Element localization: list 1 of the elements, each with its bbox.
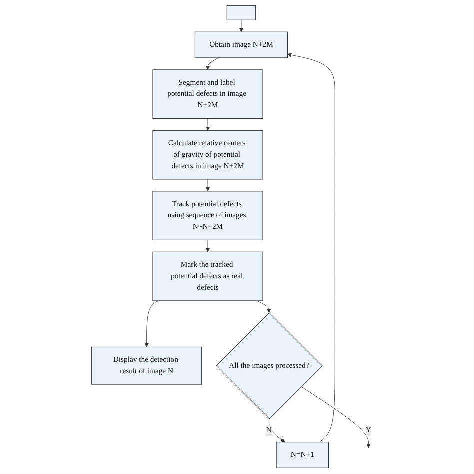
node-box bbox=[226, 6, 256, 20]
